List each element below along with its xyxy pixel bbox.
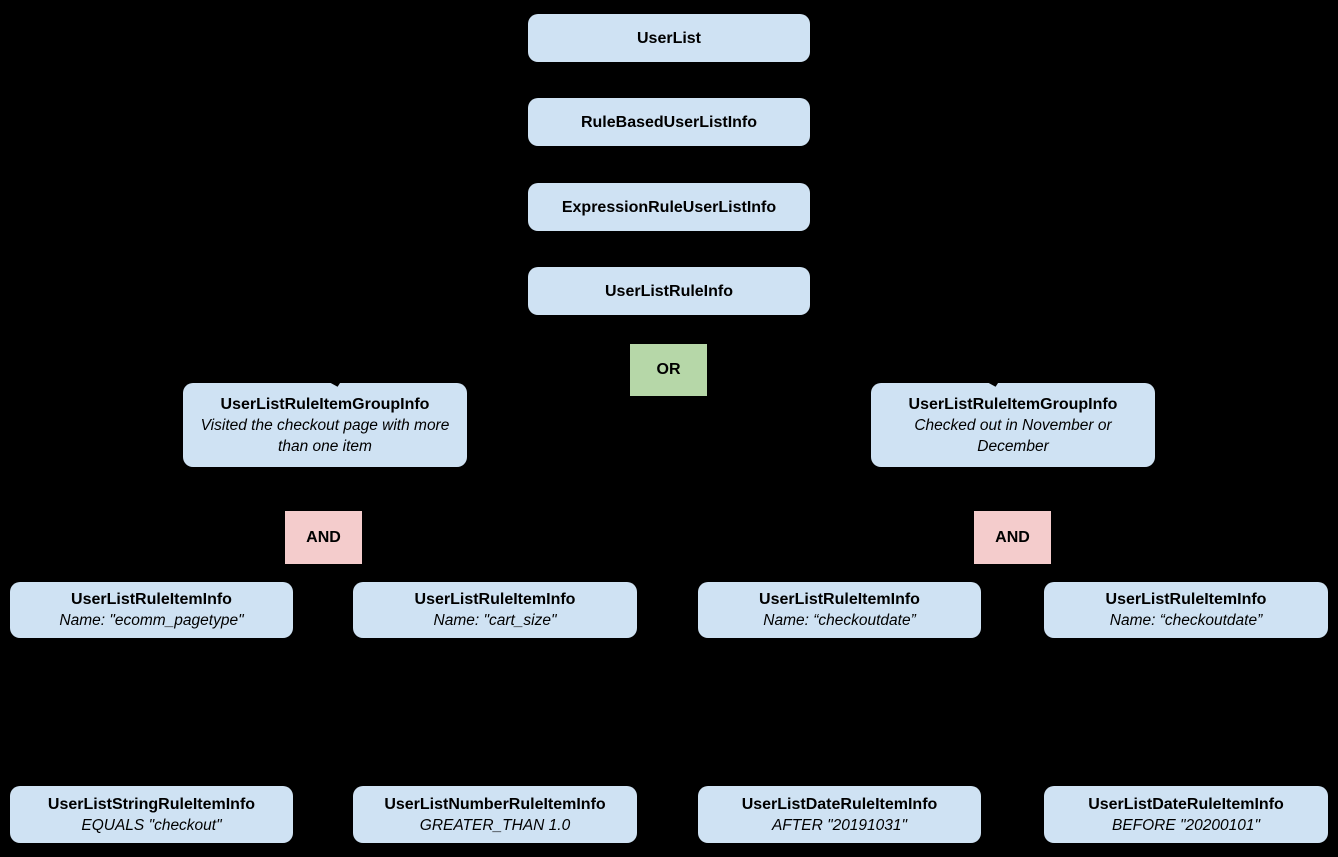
node-title: UserListNumberRuleItemInfo xyxy=(384,795,606,813)
node-number-rule-item: UserListNumberRuleItemInfo GREATER_THAN … xyxy=(353,786,637,843)
node-title: UserListRuleInfo xyxy=(604,282,733,300)
node-rule-item-group-right: UserListRuleItemGroupInfo Checked out in… xyxy=(871,383,1155,467)
node-rule-based-user-list-info: RuleBasedUserListInfo xyxy=(528,98,810,146)
node-title: UserListRuleItemGroupInfo xyxy=(220,395,430,413)
node-rule-item-checkoutdate-before: UserListRuleItemInfo Name: “checkoutdate… xyxy=(1044,582,1328,638)
node-title: UserListRuleItemInfo xyxy=(71,591,232,608)
node-description: BEFORE "20200101" xyxy=(1111,816,1260,834)
node-title: UserListRuleItemInfo xyxy=(759,591,920,608)
node-title: UserListRuleItemInfo xyxy=(414,591,576,608)
node-title: UserListRuleItemGroupInfo xyxy=(908,395,1118,413)
node-string-rule-item: UserListStringRuleItemInfo EQUALS "check… xyxy=(10,786,293,843)
node-description: Visited the checkout page with more than… xyxy=(200,416,450,455)
operator-or: OR xyxy=(630,344,707,396)
operator-and-right: AND xyxy=(974,511,1051,564)
node-description: Name: "ecomm_pagetype" xyxy=(59,612,244,629)
node-user-list-rule-info: UserListRuleInfo xyxy=(528,267,810,315)
node-description: GREATER_THAN 1.0 xyxy=(419,816,571,834)
node-rule-item-group-left: UserListRuleItemGroupInfo Visited the ch… xyxy=(183,383,467,467)
node-title: RuleBasedUserListInfo xyxy=(580,113,758,131)
node-title: UserListRuleItemInfo xyxy=(1105,591,1267,608)
node-title: ExpressionRuleUserListInfo xyxy=(561,198,777,216)
node-date-rule-item-before: UserListDateRuleItemInfo BEFORE "2020010… xyxy=(1044,786,1328,843)
node-date-rule-item-after: UserListDateRuleItemInfo AFTER "20191031… xyxy=(698,786,981,843)
node-rule-item-cart-size: UserListRuleItemInfo Name: "cart_size" xyxy=(353,582,637,638)
node-title: UserList xyxy=(636,29,702,47)
node-user-list: UserList xyxy=(528,14,810,62)
node-description: AFTER "20191031" xyxy=(771,816,908,834)
node-description: Name: “checkoutdate” xyxy=(1109,612,1263,629)
node-title: UserListStringRuleItemInfo xyxy=(47,795,256,813)
node-title: UserListDateRuleItemInfo xyxy=(741,795,938,813)
node-rule-item-ecomm-pagetype: UserListRuleItemInfo Name: "ecomm_pagety… xyxy=(10,582,293,638)
node-expression-rule-user-list-info: ExpressionRuleUserListInfo xyxy=(528,183,810,231)
node-description: Name: "cart_size" xyxy=(433,612,557,629)
node-description: EQUALS "checkout" xyxy=(81,816,222,834)
node-description: Checked out in November or December xyxy=(914,416,1112,455)
operator-and-left: AND xyxy=(285,511,362,564)
node-rule-item-checkoutdate-after: UserListRuleItemInfo Name: “checkoutdate… xyxy=(698,582,981,638)
node-description: Name: “checkoutdate” xyxy=(763,612,916,629)
node-title: UserListDateRuleItemInfo xyxy=(1088,795,1284,813)
